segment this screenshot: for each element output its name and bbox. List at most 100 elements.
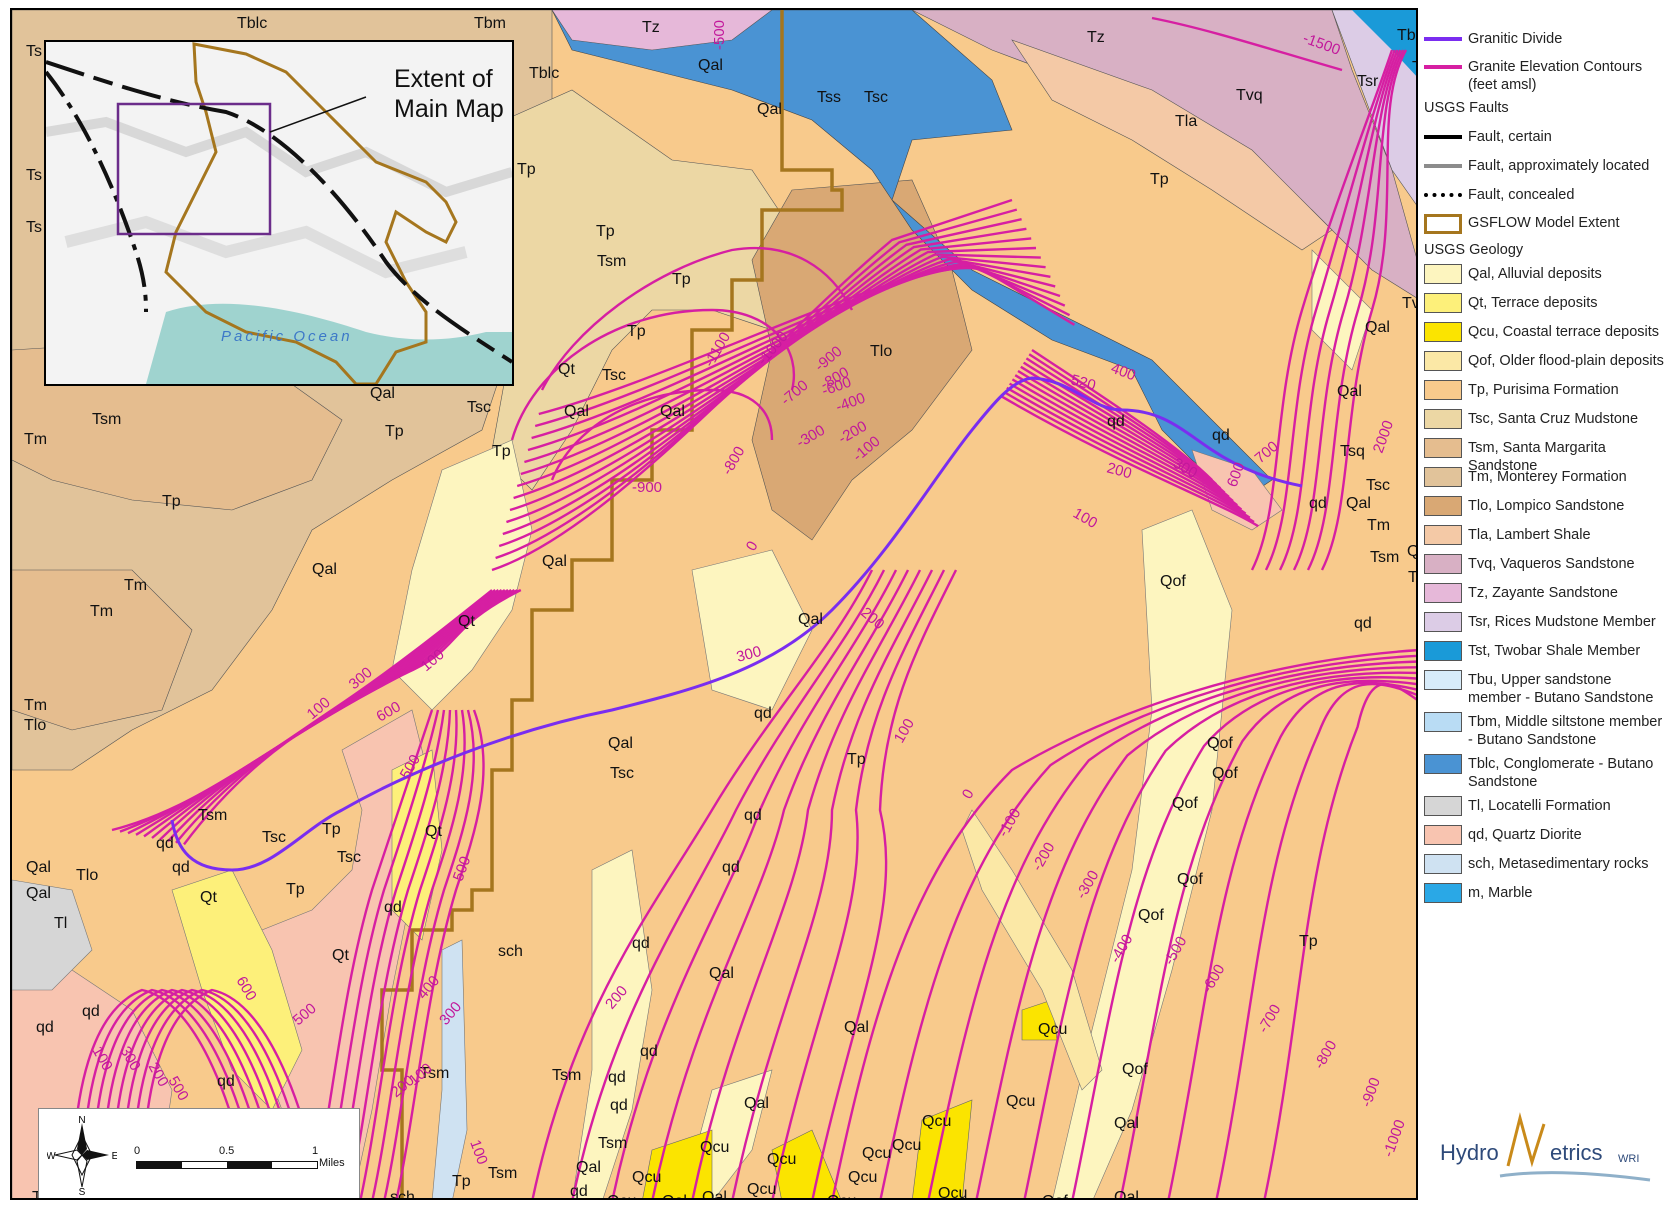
legend-color-swatch bbox=[1424, 754, 1462, 774]
legend-label: Tl, Locatelli Formation bbox=[1468, 798, 1611, 814]
legend-label: Tblc, Conglomerate - Butano Sandstone bbox=[1468, 756, 1654, 790]
unit-label: Qcu bbox=[767, 1151, 796, 1168]
legend-label: Tst, Twobar Shale Member bbox=[1468, 643, 1641, 659]
unit-label: Qal bbox=[26, 885, 51, 902]
unit-tst-area bbox=[1352, 10, 1416, 76]
geologic-map[interactable]: TblcTbmTzQalTblcQalTscTssTzTbuTstTsrTvqT… bbox=[10, 8, 1418, 1200]
contour-label: -900 bbox=[632, 479, 662, 496]
unit-label: Qal bbox=[26, 859, 51, 876]
legend-label: GSFLOW Model Extent bbox=[1468, 215, 1620, 231]
unit-label: Tvq bbox=[1236, 87, 1263, 104]
unit-label: Tsc bbox=[337, 849, 361, 866]
unit-label: Qcu bbox=[1038, 1021, 1067, 1038]
contour-line bbox=[1306, 49, 1405, 571]
inset-leader-line bbox=[269, 96, 367, 133]
legend-label: Tsm, Santa Margarita Sandstone bbox=[1468, 440, 1606, 474]
map-canvas: TblcTbmTzQalTblcQalTscTssTzTbuTstTsrTvqT… bbox=[12, 10, 1418, 1200]
south-label: S bbox=[79, 1187, 86, 1195]
legend-color-swatch bbox=[1424, 612, 1462, 632]
logo-text-left: Hydro bbox=[1440, 1140, 1499, 1165]
contour-label: 300 bbox=[735, 643, 764, 666]
legend-label: sch, Metasedimentary rocks bbox=[1468, 856, 1649, 872]
unit-label: Qof bbox=[1160, 573, 1186, 590]
contour-line bbox=[509, 246, 1037, 512]
unit-label: Qof bbox=[1138, 907, 1164, 924]
legend-label: Fault, certain bbox=[1468, 129, 1552, 145]
contour-line bbox=[1028, 353, 1218, 486]
legend-color-swatch bbox=[1424, 264, 1462, 284]
unit-label: qd bbox=[754, 705, 772, 722]
unit-label: Tsc bbox=[1366, 477, 1390, 494]
unit-label: Tlo bbox=[870, 343, 892, 360]
unit-label: Qcu bbox=[827, 1193, 856, 1200]
unit-label: Tp bbox=[452, 1173, 471, 1190]
contour-line bbox=[359, 709, 458, 1198]
legend-label: Tz, Zayante Sandstone bbox=[1468, 585, 1618, 601]
unit-label: qd bbox=[1354, 615, 1372, 632]
unit-label: Tz bbox=[642, 19, 660, 36]
unit-labels: TblcTbmTzQalTblcQalTscTssTzTbuTstTsrTvqT… bbox=[24, 15, 1418, 1200]
legend-extent-swatch bbox=[1424, 214, 1462, 234]
legend-color-swatch bbox=[1424, 409, 1462, 429]
unit-label: Qal bbox=[702, 1189, 727, 1200]
unit-tla-area bbox=[1011, 39, 1333, 251]
legend-color-swatch bbox=[1424, 854, 1462, 874]
legend-label: Tsc, Santa Cruz Mudstone bbox=[1468, 411, 1639, 427]
contour-line bbox=[100, 988, 283, 1198]
unit-label: qd bbox=[36, 1019, 54, 1036]
unit-label: Qof bbox=[1172, 795, 1198, 812]
unit-label: qd bbox=[744, 807, 762, 824]
unit-tz-area bbox=[551, 10, 773, 51]
contour-line bbox=[1215, 682, 1416, 1198]
contour-line bbox=[571, 569, 886, 1198]
legend-color-swatch bbox=[1424, 525, 1462, 545]
unit-label: qd bbox=[217, 1073, 235, 1090]
legend-color-swatch bbox=[1424, 712, 1462, 732]
contour-line bbox=[130, 988, 313, 1198]
contour-line bbox=[1278, 49, 1399, 571]
legend-line-swatch bbox=[1424, 193, 1462, 197]
scale-tick-0: 0 bbox=[134, 1145, 141, 1157]
granite-contours bbox=[70, 16, 1416, 1198]
unit-qal-area bbox=[691, 549, 813, 711]
contour-line bbox=[1014, 374, 1238, 507]
legend-label: Fault, approximately located bbox=[1468, 158, 1650, 174]
contour-line bbox=[513, 253, 1041, 500]
unit-label: Tsm bbox=[552, 1067, 581, 1084]
contour-line bbox=[1119, 679, 1416, 1198]
unit-label: Qof bbox=[1122, 1061, 1148, 1078]
granitic-divide-line bbox=[170, 376, 1303, 872]
unit-label: Tlo bbox=[76, 867, 98, 884]
unit-label: Ts bbox=[26, 167, 42, 184]
unit-label: qd bbox=[610, 1097, 628, 1114]
contour-line bbox=[531, 569, 874, 1198]
logo-icon: Hydro etrics WRI bbox=[1440, 1112, 1651, 1182]
contour-line bbox=[502, 227, 1027, 536]
unit-label: Tp bbox=[162, 493, 181, 510]
unit-label: Qal bbox=[312, 561, 337, 578]
contour-label: 200 bbox=[1105, 459, 1134, 482]
legend-color-swatch bbox=[1424, 496, 1462, 516]
contour-line bbox=[524, 260, 1056, 464]
contour-line bbox=[506, 237, 1032, 524]
unit-label: Tp bbox=[847, 751, 866, 768]
unit-qt-area bbox=[391, 749, 443, 941]
unit-label: Tm bbox=[24, 697, 47, 714]
unit-label: Tla bbox=[1175, 113, 1197, 130]
unit-tsm-area bbox=[12, 569, 193, 731]
contour-line bbox=[1071, 676, 1416, 1198]
contour-line bbox=[1250, 49, 1394, 571]
unit-label: Qal bbox=[1346, 495, 1371, 512]
unit-label: Qal bbox=[576, 1159, 601, 1176]
contour-label: 520 bbox=[1069, 371, 1098, 394]
legend-geology-heading: USGS Geology bbox=[1424, 242, 1524, 258]
contour-line bbox=[540, 246, 854, 391]
inset-extent-box bbox=[116, 102, 272, 236]
contour-line bbox=[383, 709, 475, 1198]
unit-label: Tsm bbox=[597, 253, 626, 270]
unit-label: Qof bbox=[1212, 765, 1238, 782]
unit-label: Tp bbox=[322, 821, 341, 838]
legend-label: Granite Elevation Contours (feet amsl) bbox=[1468, 59, 1643, 93]
unit-label: Tvq bbox=[1402, 295, 1418, 312]
unit-label: Qal bbox=[744, 1095, 769, 1112]
